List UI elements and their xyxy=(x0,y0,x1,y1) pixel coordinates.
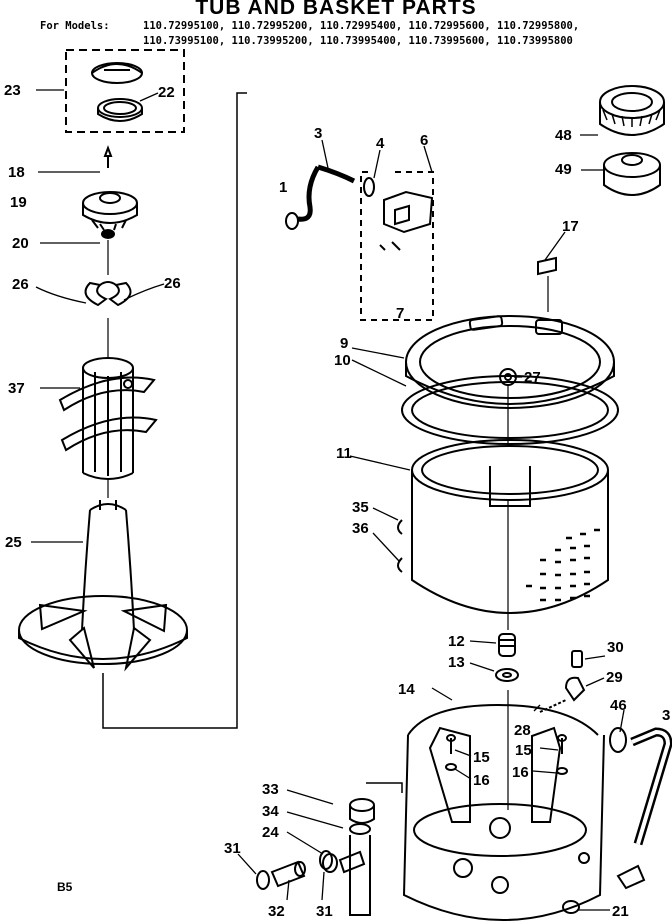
callout-1: 1 xyxy=(279,179,287,196)
callout-labels: 23 22 18 19 20 26 26 37 25 3 4 6 1 7 17 … xyxy=(4,82,670,920)
callout-29: 29 xyxy=(606,669,623,686)
dashed-group-22-23 xyxy=(65,49,185,133)
callout-9: 9 xyxy=(340,335,348,352)
callout-16-left: 16 xyxy=(473,772,490,789)
callout-33: 33 xyxy=(262,781,279,798)
tub-ring-part-9 xyxy=(405,315,615,409)
models-line-2: 110.73995100, 110.73995200, 110.73995400… xyxy=(143,35,573,47)
hose-part-3-lower xyxy=(616,727,672,890)
callout-3-lower: 3 xyxy=(662,707,670,724)
callout-48: 48 xyxy=(555,127,572,144)
callout-16-right: 16 xyxy=(512,764,529,781)
callout-31-left: 31 xyxy=(224,840,241,857)
callout-32: 32 xyxy=(268,903,285,920)
pump-outlet-tube xyxy=(349,782,403,916)
callout-27: 27 xyxy=(524,369,541,386)
seal-part-20 xyxy=(101,229,115,239)
cam-part-19 xyxy=(82,191,138,231)
callout-25: 25 xyxy=(5,534,22,551)
diagram-title: TUB AND BASKET PARTS xyxy=(195,0,477,19)
screw-part-30 xyxy=(571,650,583,668)
clamp-part-31-left xyxy=(256,870,270,890)
callout-14: 14 xyxy=(398,681,415,698)
clip-part-35 xyxy=(397,519,403,535)
callout-31-right: 31 xyxy=(316,903,333,920)
tube-part-32 xyxy=(270,860,306,888)
callout-24: 24 xyxy=(262,824,279,841)
agitator-cap-part-23 xyxy=(91,62,143,84)
models-line-1: 110.72995100, 110.72995200, 110.72995400… xyxy=(143,20,580,32)
callout-37: 37 xyxy=(8,380,25,397)
clip-part-36 xyxy=(397,557,403,573)
fitting-part-24 xyxy=(322,850,366,874)
coupling-part-33 xyxy=(349,798,375,824)
page-code: B5 xyxy=(57,880,73,894)
callout-21: 21 xyxy=(612,903,629,920)
callout-15-right: 15 xyxy=(515,742,532,759)
clamp-part-4 xyxy=(363,177,375,197)
agitator-top-part-37 xyxy=(58,357,158,480)
callout-19: 19 xyxy=(10,194,27,211)
models-label: For Models: xyxy=(40,20,110,32)
callout-6: 6 xyxy=(420,132,428,149)
bracket-part-17 xyxy=(537,256,557,312)
leader-lines xyxy=(31,89,625,911)
dogs-part-26 xyxy=(84,281,132,307)
callout-17: 17 xyxy=(562,218,579,235)
callout-4: 4 xyxy=(376,135,385,152)
callout-30: 30 xyxy=(607,639,624,656)
callout-20: 20 xyxy=(12,235,29,252)
callout-22: 22 xyxy=(158,84,175,101)
callout-7: 7 xyxy=(396,305,404,322)
callout-23: 23 xyxy=(4,82,21,99)
bolt-part-15-left xyxy=(446,734,456,754)
callout-35: 35 xyxy=(352,499,369,516)
callout-28: 28 xyxy=(514,722,531,739)
callout-26-left: 26 xyxy=(12,276,29,293)
agitator-base-part-25 xyxy=(18,500,188,672)
washer-part-16-left xyxy=(445,763,457,771)
cap-ring-part-22 xyxy=(97,98,143,122)
callout-3: 3 xyxy=(314,125,322,142)
elbow-part-29 xyxy=(564,676,586,702)
ring-part-46 xyxy=(609,727,627,753)
ring-part-34 xyxy=(349,823,371,835)
callout-12: 12 xyxy=(448,633,465,650)
washer-part-16-right xyxy=(556,767,568,775)
hose-part-3 xyxy=(285,164,356,230)
callout-18: 18 xyxy=(8,164,25,181)
clamp-part-31-right xyxy=(319,850,333,870)
hub-part-48 xyxy=(599,85,665,136)
switch-part-6 xyxy=(379,190,434,251)
seal-part-13 xyxy=(495,668,519,682)
basket-part-11 xyxy=(411,439,609,614)
bearing-part-12 xyxy=(498,633,516,657)
callout-49: 49 xyxy=(555,161,572,178)
callout-34: 34 xyxy=(262,803,279,820)
gasket-part-10 xyxy=(401,375,619,445)
dashed-group-6 xyxy=(360,171,434,321)
callout-11: 11 xyxy=(336,445,352,462)
callout-26-right: 26 xyxy=(164,275,181,292)
callout-46: 46 xyxy=(610,697,627,714)
callout-10: 10 xyxy=(334,352,351,369)
outer-tub-part-14 xyxy=(402,703,605,921)
callout-15-left: 15 xyxy=(473,749,490,766)
callout-36: 36 xyxy=(352,520,369,537)
grommet-part-21 xyxy=(562,900,580,914)
bolt-part-15-right xyxy=(557,734,567,754)
callout-13: 13 xyxy=(448,654,465,671)
bolt-part-18 xyxy=(103,145,113,168)
pulley-part-49 xyxy=(603,152,661,196)
